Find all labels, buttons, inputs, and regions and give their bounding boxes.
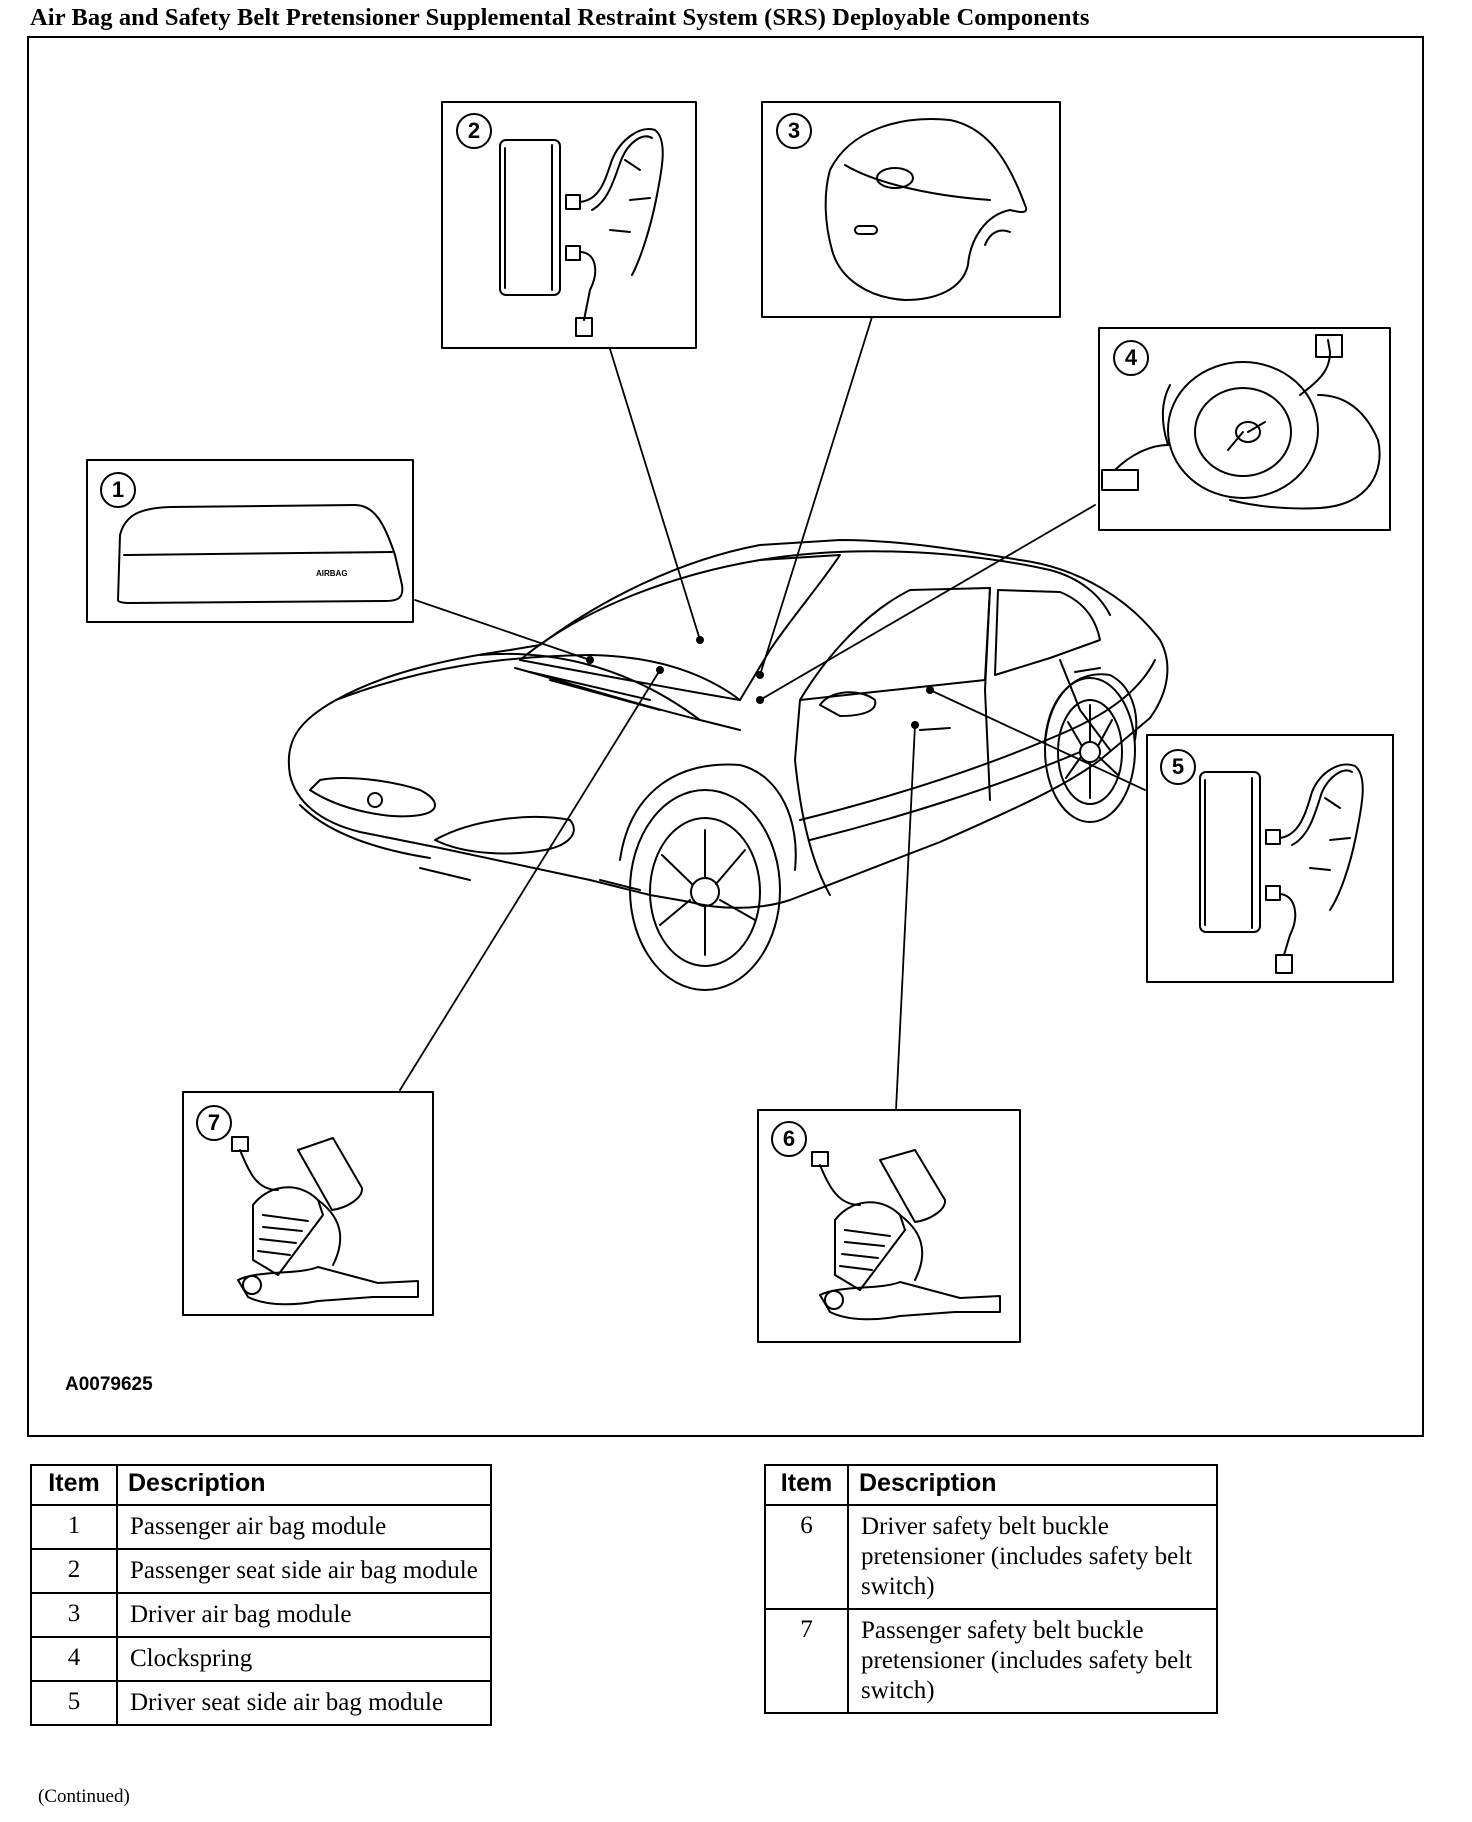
table-header-row: Item Description: [764, 1464, 1218, 1506]
column-header-item: Item: [30, 1464, 118, 1506]
item-description: Driver safety belt buckle pretensioner (…: [847, 1504, 1218, 1610]
component-location-figure: AIRBAG: [86, 101, 1394, 1343]
vehicle-illustration: [287, 539, 1169, 991]
figure-id: A0079625: [65, 1374, 153, 1395]
inset-3-driver-airbag: [761, 101, 1061, 318]
callout-2: 2: [456, 113, 492, 149]
item-number: 6: [764, 1504, 849, 1610]
table-row: 6 Driver safety belt buckle pretensioner…: [764, 1504, 1218, 1610]
item-number: 7: [764, 1608, 849, 1714]
item-description: Passenger seat side air bag module: [116, 1548, 492, 1594]
legend-table-left: Item Description 1 Passenger air bag mod…: [30, 1464, 492, 1726]
table-row: 7 Passenger safety belt buckle pretensio…: [764, 1608, 1218, 1714]
table-row: 4 Clockspring: [30, 1636, 492, 1682]
item-description: Passenger air bag module: [116, 1504, 492, 1550]
item-description: Passenger safety belt buckle pretensione…: [847, 1608, 1218, 1714]
item-number: 5: [30, 1680, 118, 1726]
table-row: 3 Driver air bag module: [30, 1592, 492, 1638]
table-row: 2 Passenger seat side air bag module: [30, 1548, 492, 1594]
item-number: 3: [30, 1592, 118, 1638]
page-title: Air Bag and Safety Belt Pretensioner Sup…: [30, 4, 1090, 31]
item-description: Driver seat side air bag module: [116, 1680, 492, 1726]
callout-1: 1: [100, 472, 136, 508]
column-header-description: Description: [847, 1464, 1218, 1506]
figure-frame: [27, 36, 1424, 1437]
location-dots: [586, 636, 934, 729]
item-description: Clockspring: [116, 1636, 492, 1682]
callout-3: 3: [776, 113, 812, 149]
inset-1-passenger-airbag: AIRBAG: [86, 459, 414, 623]
inset-2-passenger-side-airbag: [441, 101, 697, 349]
table-row: 5 Driver seat side air bag module: [30, 1680, 492, 1726]
legend-table-right: Item Description 6 Driver safety belt bu…: [764, 1464, 1218, 1714]
callout-6: 6: [771, 1121, 807, 1157]
item-number: 4: [30, 1636, 118, 1682]
callout-7: 7: [196, 1105, 232, 1141]
column-header-description: Description: [116, 1464, 492, 1506]
column-header-item: Item: [764, 1464, 849, 1506]
item-number: 2: [30, 1548, 118, 1594]
table-header-row: Item Description: [30, 1464, 492, 1506]
table-row: 1 Passenger air bag module: [30, 1504, 492, 1550]
callout-5: 5: [1160, 749, 1196, 785]
callout-4: 4: [1113, 340, 1149, 376]
continued-note: (Continued): [38, 1786, 130, 1807]
item-description: Driver air bag module: [116, 1592, 492, 1638]
leader-lines: [399, 316, 1146, 1111]
airbag-label: AIRBAG: [316, 569, 348, 578]
item-number: 1: [30, 1504, 118, 1550]
